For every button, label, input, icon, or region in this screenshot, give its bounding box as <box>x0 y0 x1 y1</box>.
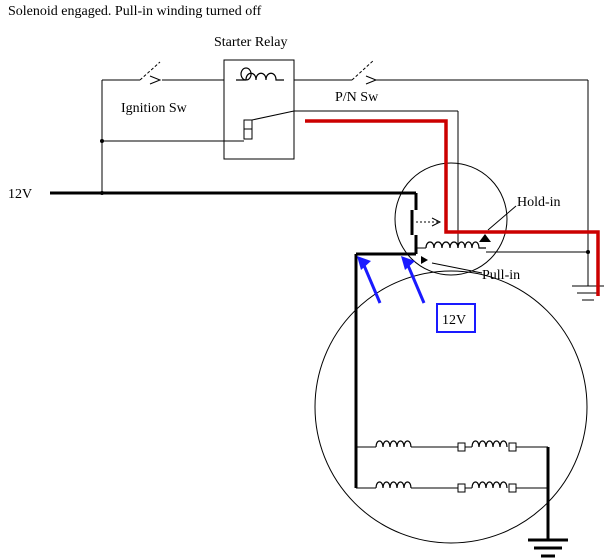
pn-switch-icon <box>351 59 378 85</box>
hold-in-leader <box>487 205 517 231</box>
voltage-indicator-arrows <box>357 256 426 304</box>
solenoid-circle <box>394 162 508 276</box>
pull-in-label: Pull-in <box>482 268 520 283</box>
starter-motor-circle <box>314 270 588 544</box>
diagram-title: Solenoid engaged. Pull-in winding turned… <box>8 4 262 19</box>
energized-path <box>305 119 600 296</box>
relay-armature <box>251 110 295 121</box>
field-winding-lower <box>356 481 548 493</box>
pn-switch-label: P/N Sw <box>335 90 379 105</box>
starter-relay-box <box>223 59 295 160</box>
hold-in-marker-icon <box>479 234 491 242</box>
hold-in-coil <box>457 241 486 249</box>
ground-motor-icon <box>528 538 568 558</box>
hold-in-label: Hold-in <box>517 195 561 210</box>
relay-contact-lower <box>243 128 253 140</box>
relay-coil <box>236 67 284 81</box>
voltage-indicator-label: 12V <box>442 313 466 328</box>
voltage-indicator-box <box>436 303 476 333</box>
pull-in-marker-icon <box>421 256 428 264</box>
plunger-arrow-icon <box>416 217 442 227</box>
field-winding-upper <box>356 440 548 452</box>
ignition-switch-icon <box>139 61 162 85</box>
junction-dot <box>100 139 104 143</box>
starter-relay-label: Starter Relay <box>214 35 287 50</box>
ignition-switch-label: Ignition Sw <box>121 101 188 116</box>
pull-in-leader <box>431 262 483 274</box>
relay-contact-upper <box>243 119 253 130</box>
battery-12v-label: 12V <box>8 187 32 202</box>
pull-in-coil <box>425 241 459 249</box>
